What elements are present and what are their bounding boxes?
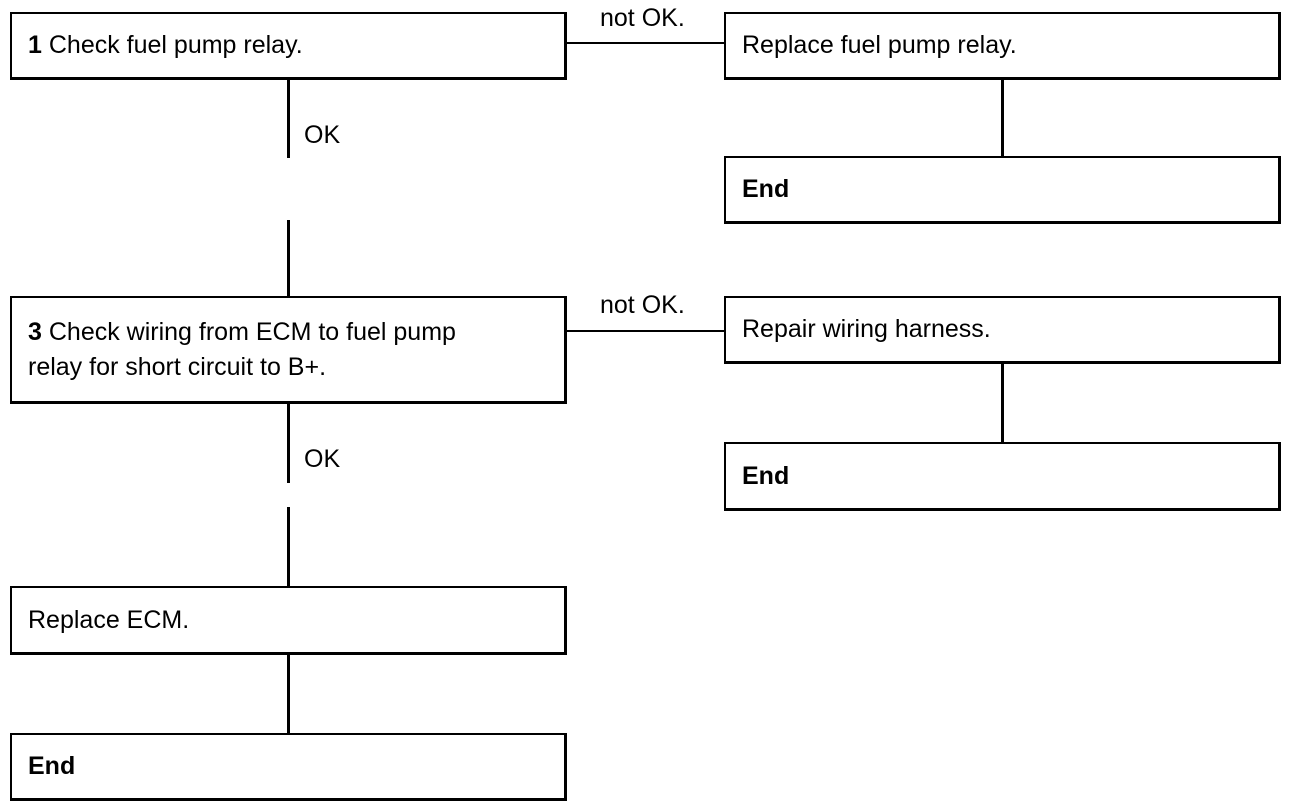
replace-relay-box: Replace fuel pump relay.	[724, 12, 1281, 80]
connector-step1-ok-upper	[287, 80, 290, 158]
end-box-harness: End	[724, 442, 1281, 511]
connector-step1-ok-lower	[287, 220, 290, 297]
end-label-harness: End	[742, 461, 790, 490]
connector-step3-ok-upper	[287, 404, 290, 483]
ok-label-1: OK	[304, 121, 341, 149]
connector-step1-notok	[567, 42, 724, 44]
replace-relay-text: Replace fuel pump relay.	[742, 31, 1017, 59]
step-3-box: 3 Check wiring from ECM to fuel pump rela…	[10, 296, 567, 404]
connector-relay-end	[1001, 80, 1004, 156]
step-3-number: 3	[28, 317, 42, 346]
end-box-ecm: End	[10, 733, 567, 801]
step-3-text: 3 Check wiring from ECM to fuel pump rela…	[28, 315, 456, 385]
step-1-label: Check fuel pump relay.	[48, 31, 303, 59]
connector-ecm-end	[287, 655, 290, 733]
not-ok-label-3: not OK.	[600, 291, 685, 319]
end-label-relay: End	[742, 175, 790, 203]
end-label-ecm: End	[28, 752, 76, 780]
ok-label-3: OK	[304, 445, 341, 473]
replace-ecm-box: Replace ECM.	[10, 586, 567, 655]
replace-ecm-text: Replace ECM.	[28, 605, 190, 634]
connector-harness-end	[1001, 364, 1004, 442]
repair-harness-text: Repair wiring harness.	[742, 315, 991, 343]
not-ok-label-1: not OK.	[600, 4, 685, 32]
end-box-relay: End	[724, 156, 1281, 224]
step-3-line1: Check wiring from ECM to fuel pump	[48, 317, 456, 346]
step-1-text: 1 Check fuel pump relay.	[28, 28, 303, 63]
repair-harness-box: Repair wiring harness.	[724, 296, 1281, 364]
step-1-box: 1 Check fuel pump relay.	[10, 12, 567, 80]
step-3-line2: relay for short circuit to B+.	[28, 352, 327, 381]
connector-step3-ok-lower	[287, 507, 290, 586]
step-1-number: 1	[28, 31, 42, 59]
connector-step3-notok	[567, 330, 724, 332]
